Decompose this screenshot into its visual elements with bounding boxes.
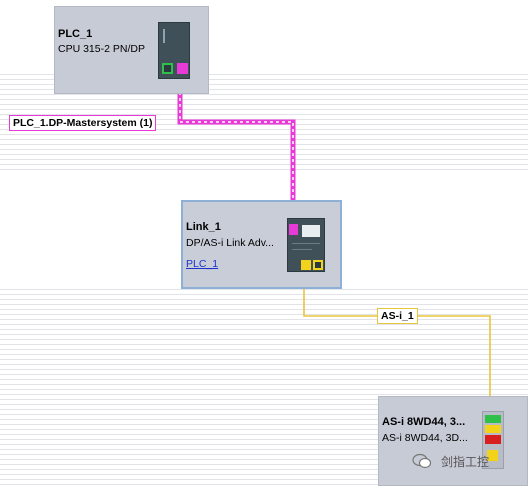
asi-network-line[interactable] — [303, 275, 491, 410]
device-type: AS-i 8WD44, 3D... — [382, 432, 468, 444]
link-device[interactable]: Link_1 DP/AS-i Link Adv... PLC_1 — [181, 200, 342, 289]
asi-port-icon[interactable] — [487, 450, 498, 461]
profinet-port-icon[interactable] — [162, 63, 173, 74]
device-type: CPU 315-2 PN/DP — [58, 43, 145, 55]
dp-port-icon[interactable] — [289, 224, 298, 235]
asi-slave-icon — [482, 411, 504, 469]
cpu-module-icon — [158, 22, 190, 79]
network-assignment-link[interactable]: PLC_1 — [186, 258, 219, 270]
device-name: Link_1 — [186, 221, 221, 233]
asi-port-icon[interactable] — [301, 260, 311, 270]
device-type: DP/AS-i Link Adv... — [186, 237, 274, 249]
device-name: PLC_1 — [58, 28, 93, 40]
link-module-icon — [287, 218, 325, 272]
dp-mastersystem-line[interactable] — [177, 80, 296, 222]
watermark-text: 剑指工控 — [441, 455, 490, 469]
plc-device[interactable]: PLC_1 CPU 315-2 PN/DP — [54, 6, 209, 94]
device-name: AS-i 8WD44, 3... — [382, 416, 466, 428]
asi-network-label[interactable]: AS-i_1 — [377, 308, 418, 324]
dp-mastersystem-label[interactable]: PLC_1.DP-Mastersystem (1) — [9, 115, 157, 131]
dp-port-icon[interactable] — [177, 63, 188, 74]
asi-port-icon[interactable] — [313, 260, 323, 270]
wechat-icon — [412, 453, 432, 469]
asi-module-device[interactable]: AS-i 8WD44, 3... AS-i 8WD44, 3D... — [378, 396, 528, 486]
